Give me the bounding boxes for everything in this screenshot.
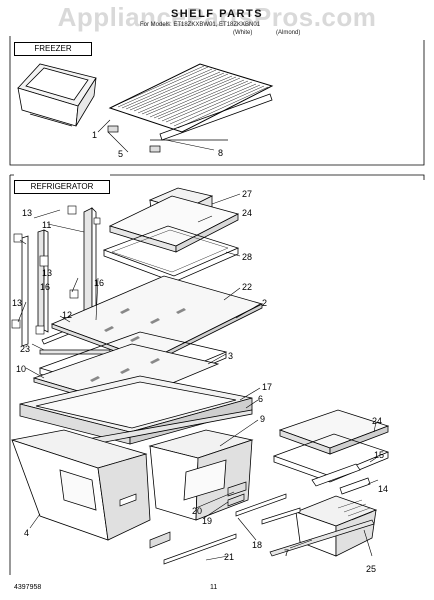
label-part-14: 14 [378, 484, 388, 494]
footer: 4397958 11 [14, 584, 217, 591]
label-part-22: 22 [242, 282, 252, 292]
label-part-3: 3 [228, 351, 233, 361]
label-part-19: 19 [202, 516, 212, 526]
upper-glass-shelf-part-24 [108, 195, 240, 253]
label-part-27: 27 [242, 189, 252, 199]
deli-frame-part-15 [272, 433, 390, 483]
label-part-2: 2 [262, 298, 267, 308]
label-part-21: 21 [224, 552, 234, 562]
label-part-1: 1 [92, 130, 97, 140]
label-part-16-right: 16 [94, 278, 104, 288]
label-part-24-upper: 24 [242, 208, 252, 218]
label-part-23: 23 [20, 344, 30, 354]
label-part-5: 5 [118, 149, 123, 159]
deli-slide-part-25 [261, 507, 375, 557]
label-part-15: 15 [374, 450, 384, 460]
label-part-7: 7 [284, 548, 289, 558]
label-part-13-mid: 13 [42, 268, 52, 278]
label-part-13-low: 13 [12, 298, 22, 308]
freezer-section-frame [9, 36, 425, 166]
watermark: AppliancePartsPros.com [57, 2, 377, 32]
left-shelf-ladder-rail [21, 229, 49, 347]
crisper-cover-frame [19, 375, 253, 447]
label-part-18: 18 [252, 540, 262, 550]
label-part-17: 17 [262, 382, 272, 392]
label-part-8: 8 [218, 148, 223, 158]
label-part-20: 20 [192, 506, 202, 516]
label-part-9: 9 [260, 414, 265, 424]
right-shelf-ladder-rail [83, 207, 97, 323]
label-part-24-lower: 24 [372, 416, 382, 426]
part-number-labels: 1 5 8 27 24 28 22 2 3 17 6 9 10 13 11 13… [12, 130, 388, 574]
freezer-wire-shelf [108, 63, 274, 141]
crisper-drawer-left [11, 429, 151, 541]
label-part-16-left: 16 [40, 282, 50, 292]
leader-lines [17, 119, 379, 561]
refrigerator-section-label: REFRIGERATOR [14, 180, 110, 194]
shelf-trim-part-23 [39, 349, 111, 355]
freezer-section-label: FREEZER [14, 42, 92, 56]
label-part-13-top: 13 [22, 208, 32, 218]
label-part-28: 28 [242, 252, 252, 262]
model-list: For Models: ET18ZKXBW01, ET18ZKXBN01 [140, 22, 261, 28]
deli-drawer-part-7 [294, 495, 378, 557]
label-part-11: 11 [42, 220, 51, 230]
footer-page-number: 11 [210, 584, 217, 591]
shelf-clip-part-5 [107, 125, 161, 153]
diagram-title: SHELF PARTS [170, 8, 264, 20]
deli-track-part-14 [311, 463, 371, 495]
label-part-6: 6 [258, 394, 263, 404]
label-part-10: 10 [16, 364, 26, 374]
deli-shelf-part-24 [278, 409, 390, 455]
freezer-basket [17, 63, 97, 127]
footer-code: 4397958 [14, 584, 41, 591]
color-almond-label: (Almond) [276, 30, 301, 36]
label-part-12: 12 [62, 310, 72, 320]
label-part-4: 4 [24, 528, 29, 538]
color-white-label: (White) [233, 30, 253, 36]
refrigerator-section-frame [9, 174, 425, 575]
label-part-25: 25 [366, 564, 376, 574]
